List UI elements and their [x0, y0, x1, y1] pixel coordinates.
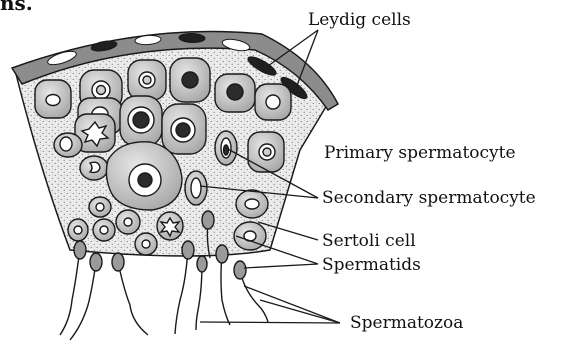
label-secondary-spermatocyte: Secondary spermatocyte — [322, 190, 536, 207]
label-spermatids: Spermatids — [322, 257, 421, 274]
label-leydig-cells: Leydig cells — [308, 12, 411, 29]
label-primary-spermatocyte: Primary spermatocyte — [324, 145, 516, 162]
label-spermatozoa: Spermatozoa — [350, 315, 463, 332]
label-sertoli-cell: Sertoli cell — [322, 233, 416, 250]
